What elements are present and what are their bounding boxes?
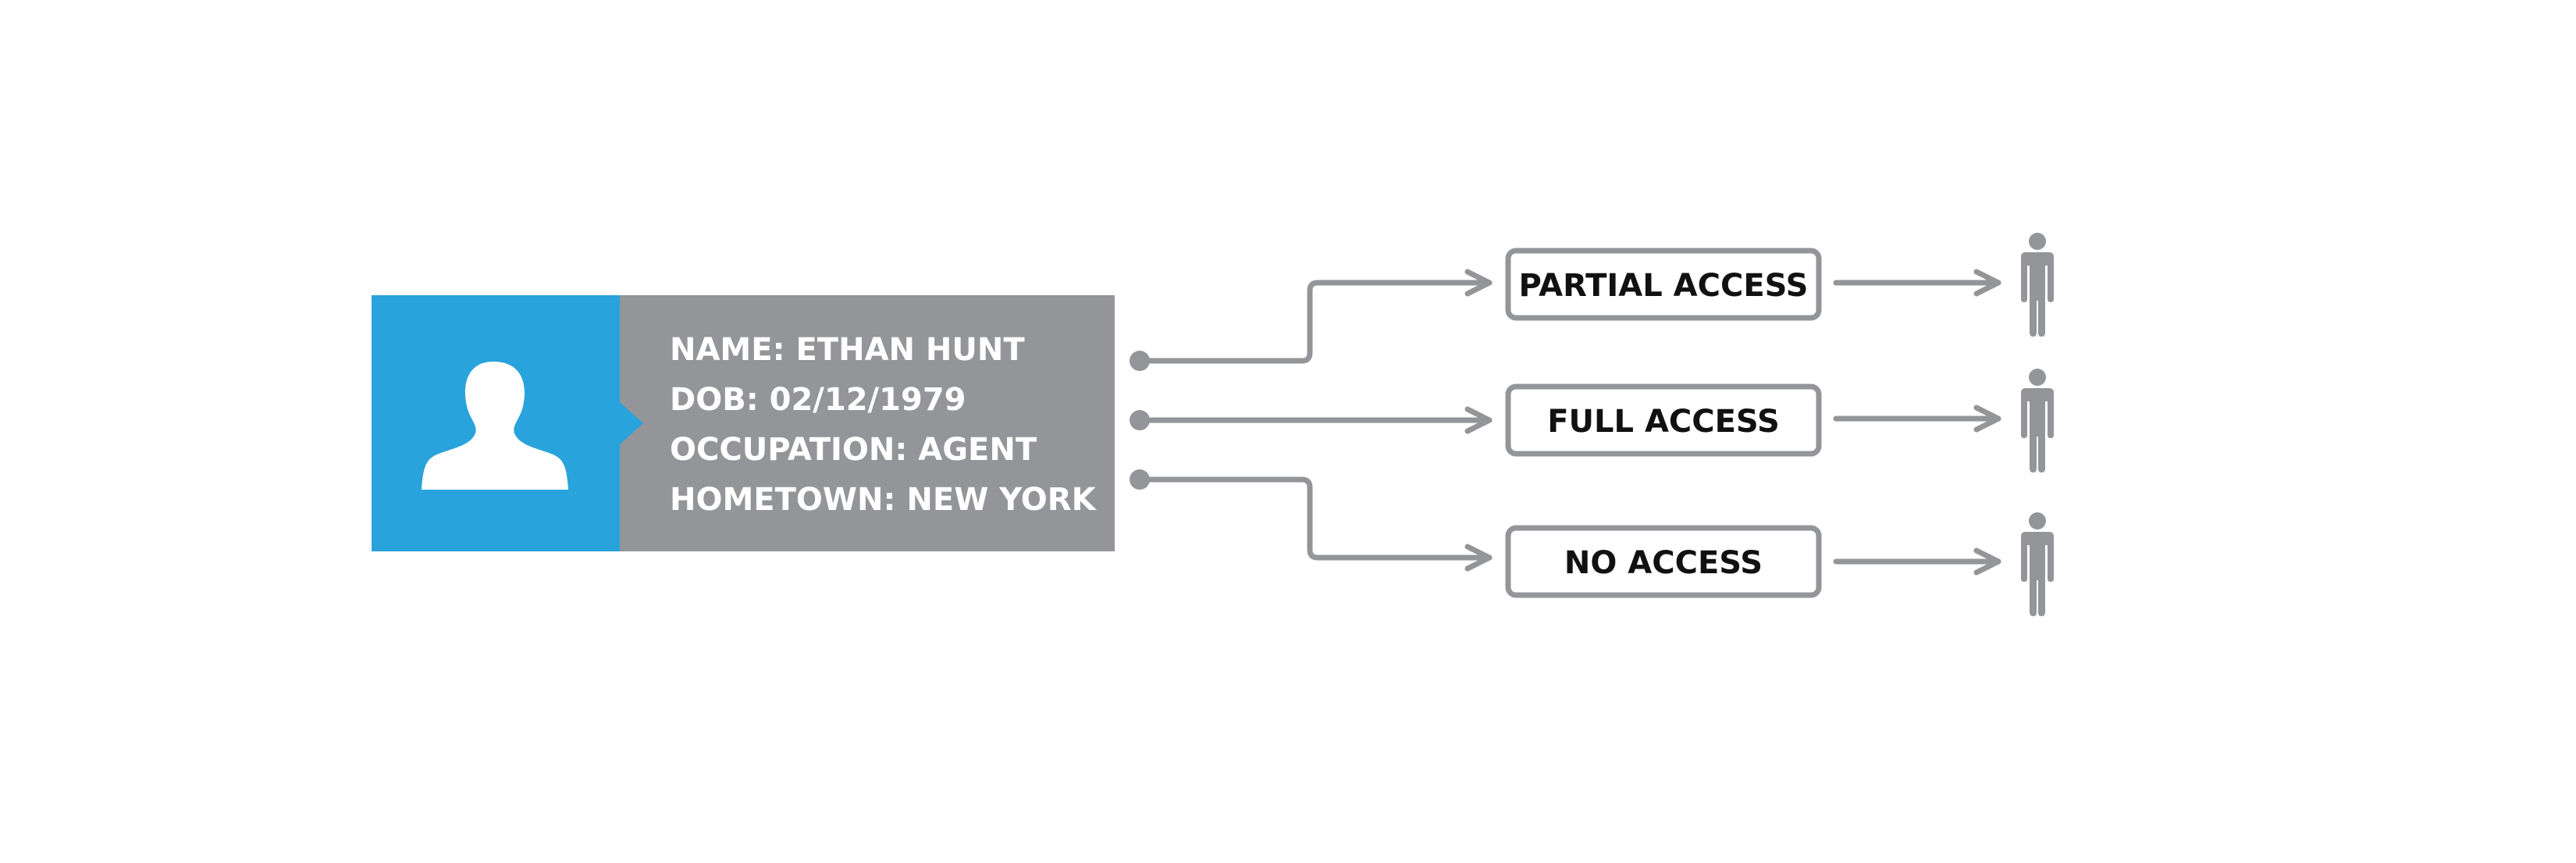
person-icon: [2021, 512, 2054, 616]
person-icon: [2021, 233, 2054, 337]
profile-field-dob: DOB: 02/12/1979: [670, 382, 966, 418]
access-box-partial: PARTIAL ACCESS: [1505, 248, 1822, 321]
connector-line-partial: [1137, 269, 1493, 364]
profile-card: NAME: ETHAN HUNT DOB: 02/12/1979 OCCUPAT…: [372, 295, 1115, 551]
access-label-partial: PARTIAL ACCESS: [1519, 268, 1809, 304]
connector-line-none: [1137, 476, 1493, 572]
recipient-arrows: [1833, 269, 2001, 576]
profile-field-hometown: HOMETOWN: NEW YORK: [670, 482, 1098, 518]
profile-field-occupation: OCCUPATION: AGENT: [670, 432, 1037, 468]
profile-details-panel: [620, 295, 1115, 551]
connectors: [1130, 269, 1493, 572]
user-silhouette-icon: [422, 362, 568, 490]
access-label-full: FULL ACCESS: [1547, 404, 1780, 440]
access-label-none: NO ACCESS: [1564, 545, 1763, 581]
panel-pointer: [620, 402, 643, 444]
access-box-none: NO ACCESS: [1505, 525, 1822, 598]
profile-field-name: NAME: ETHAN HUNT: [670, 332, 1025, 368]
access-box-full: FULL ACCESS: [1505, 383, 1822, 457]
person-icon: [2021, 369, 2054, 473]
